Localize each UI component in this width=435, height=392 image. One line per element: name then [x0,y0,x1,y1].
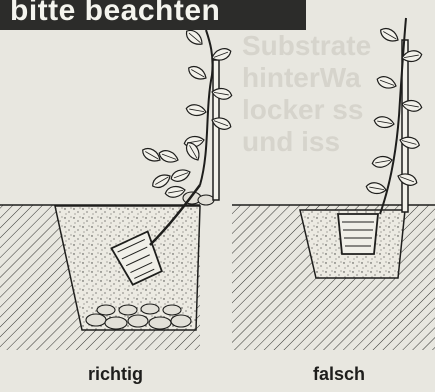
caption-wrong: falsch [313,364,365,385]
caption-correct: richtig [88,364,143,385]
support-post [213,60,219,200]
correct-planting-diagram [0,27,233,350]
page-title: bitte beachten [10,0,220,28]
title-banner: bitte beachten [0,0,306,30]
background-text: Substrate hinterWa locker ss und iss [242,30,435,158]
root-ball-upright [338,214,378,254]
